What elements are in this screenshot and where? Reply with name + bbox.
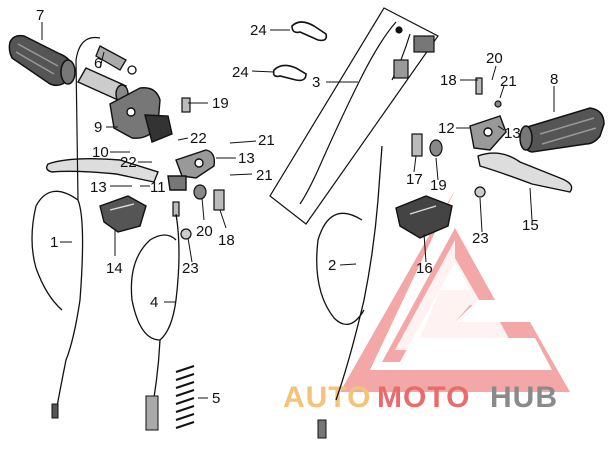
callout-3: 3 xyxy=(312,74,320,91)
right-bracket xyxy=(469,115,507,151)
lever-bracket xyxy=(167,149,216,191)
cable-4 xyxy=(130,213,180,421)
callout-22-upper: 22 xyxy=(190,130,207,147)
cable-2-end xyxy=(317,419,327,439)
callout-23-right: 23 xyxy=(472,230,489,247)
callout-23-left: 23 xyxy=(182,260,199,277)
callout-18-left: 18 xyxy=(218,232,235,249)
cable-1-upper xyxy=(75,36,101,201)
callout-21-right-lower: 21 xyxy=(500,73,517,90)
callout-24-lower: 24 xyxy=(232,64,249,81)
callout-5: 5 xyxy=(212,390,220,407)
left-bolts xyxy=(172,97,225,240)
callout-15: 14 xyxy=(106,260,123,277)
cable-4-end xyxy=(145,395,159,431)
watermark-auto: AUTO xyxy=(283,381,371,414)
callout-13-left: 13 xyxy=(238,150,255,167)
callout-11: 11 xyxy=(150,179,166,196)
callout-18-right: 17 xyxy=(406,171,423,188)
callout-21-left-lower: 21 xyxy=(256,167,273,184)
callout-21-right-upper: 20 xyxy=(486,50,503,67)
callout-22-lower: 22 xyxy=(120,154,137,171)
callout-14: 13 xyxy=(90,179,107,196)
left-lever xyxy=(45,157,159,183)
cable-1 xyxy=(31,190,84,413)
callout-4: 4 xyxy=(150,294,158,311)
right-bolts xyxy=(411,77,502,198)
callout-labels: 7 6 24 24 3 19 9 22 21 10 13 22 21 13 11… xyxy=(36,7,558,407)
right-grip xyxy=(519,107,605,153)
callout-13-right: 13 xyxy=(504,125,521,142)
throttle-housing xyxy=(109,87,173,143)
callout-8: 8 xyxy=(550,71,558,88)
watermark-logo: AUTO MOTO HUB xyxy=(283,190,570,414)
callout-16: 15 xyxy=(522,217,539,234)
spring-5 xyxy=(175,365,195,429)
callout-2: 2 xyxy=(328,257,336,274)
watermark-triangle-inner xyxy=(395,240,515,350)
callout-20-left: 20 xyxy=(196,223,213,240)
callout-7: 7 xyxy=(36,7,44,24)
cable-1-end xyxy=(51,403,59,419)
cable-clip-lower xyxy=(272,64,307,82)
callout-19-right: 18 xyxy=(440,72,457,89)
watermark-moto: MOTO xyxy=(377,381,470,414)
callout-20-right: 19 xyxy=(430,177,447,194)
callout-1: 1 xyxy=(50,234,58,251)
left-switch xyxy=(99,195,147,233)
right-lever xyxy=(477,152,573,193)
callout-12: 12 xyxy=(438,120,455,137)
callout-10: 10 xyxy=(92,144,109,161)
right-switch xyxy=(395,195,453,239)
watermark-hub: HUB xyxy=(490,381,558,414)
callout-24-upper: 24 xyxy=(250,22,267,39)
cable-clip-upper xyxy=(291,21,328,42)
callout-19-left: 19 xyxy=(212,95,229,112)
leader-lines xyxy=(41,22,555,399)
callout-6: 6 xyxy=(94,55,102,72)
callout-17: 16 xyxy=(416,260,433,277)
left-grip xyxy=(8,34,76,87)
callout-9: 9 xyxy=(94,119,102,136)
cable-2 xyxy=(316,145,383,401)
callout-21-left-upper: 21 xyxy=(258,132,275,149)
cable-3-box xyxy=(269,7,439,225)
